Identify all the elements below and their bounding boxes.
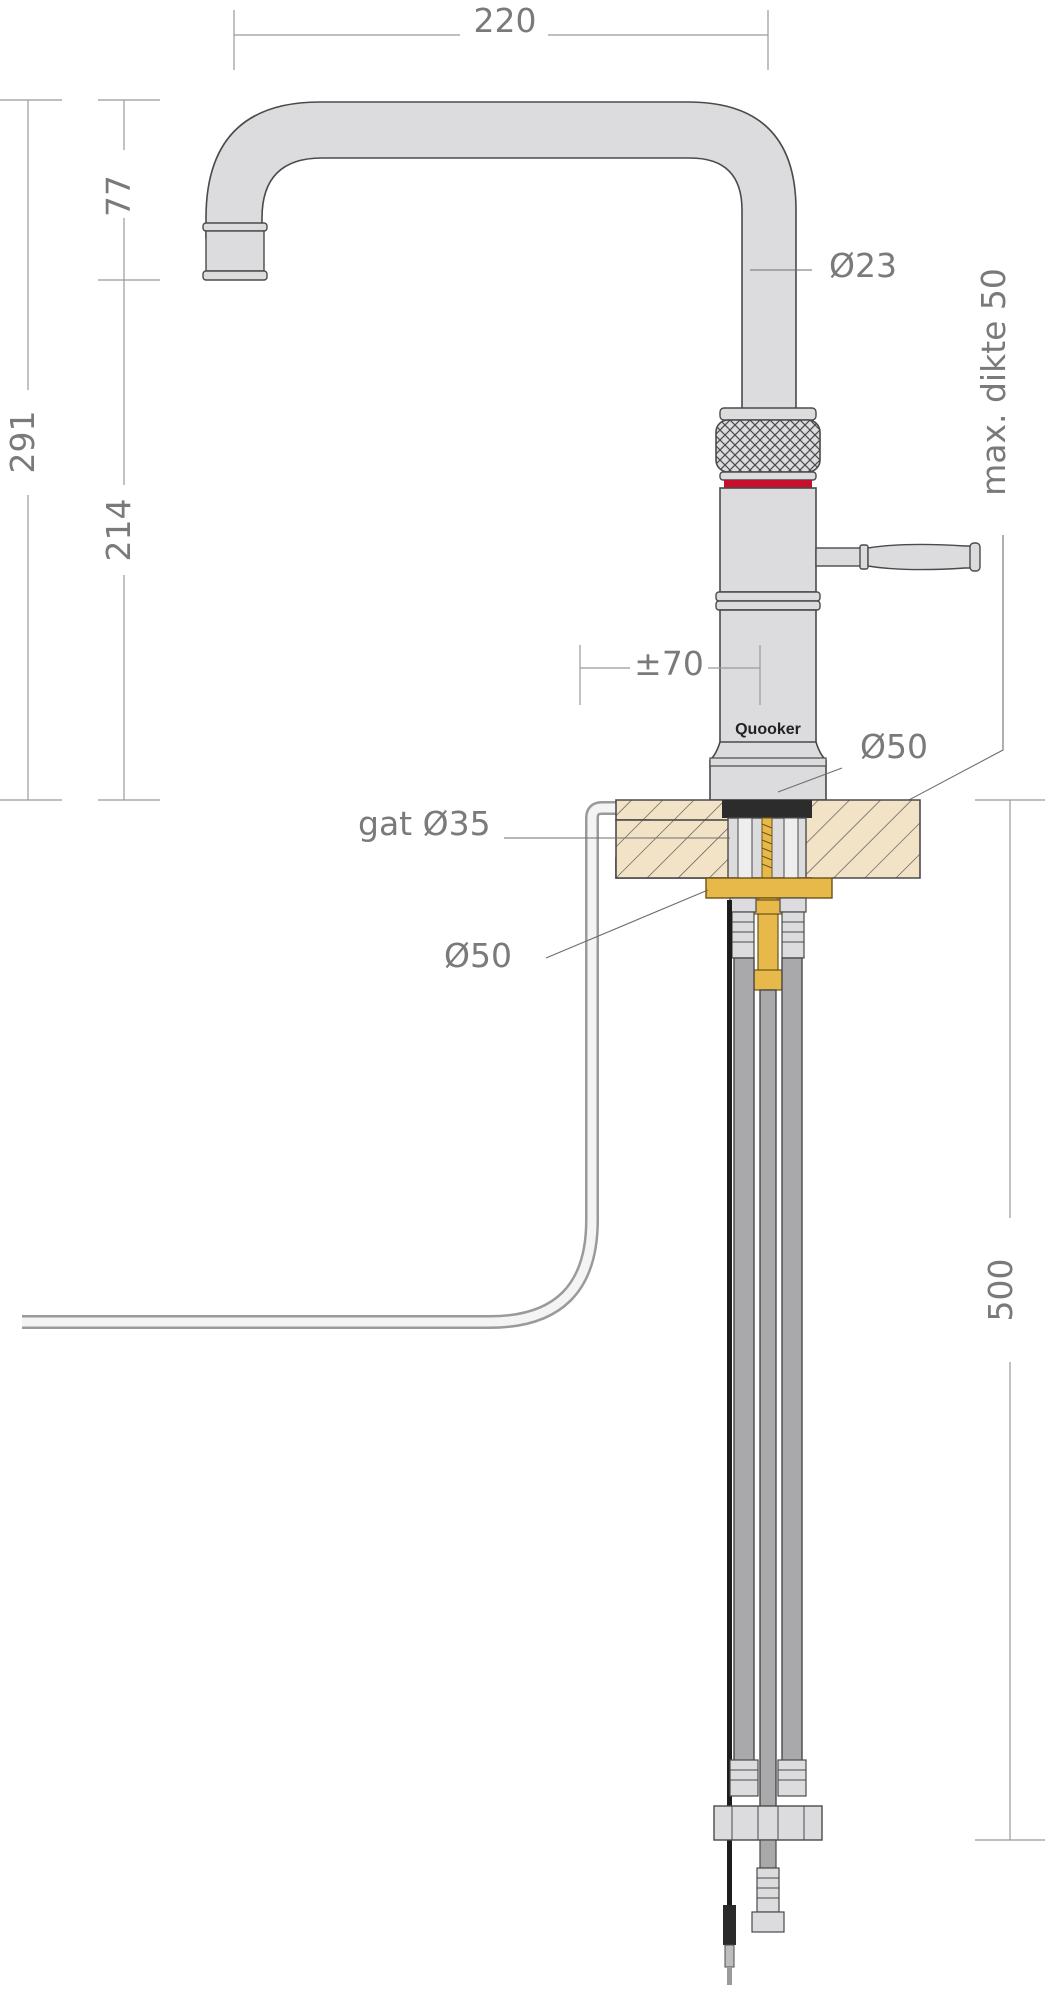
mounting-assembly (705, 800, 833, 991)
tap-body: Quooker (709, 407, 827, 801)
dimension-label-hole: gat Ø35 (358, 804, 491, 843)
dimension-height-77-214: 77 214 (98, 99, 160, 801)
dimension-label-291: 291 (3, 411, 42, 474)
dimension-label-bracket: Ø50 (444, 936, 512, 975)
sink-outline (22, 801, 650, 1329)
hose-middle (759, 989, 777, 1821)
dimension-label-base: Ø50 (860, 727, 928, 766)
dimension-label-pipe: Ø23 (829, 246, 897, 285)
dimension-label-max-thickness: max. dikte 50 (974, 268, 1013, 496)
red-ring (724, 480, 812, 488)
dimension-height-291: 291 (0, 99, 62, 801)
knurled-collar (715, 419, 821, 473)
dimension-max-thickness: max. dikte 50 (874, 268, 1013, 819)
dimension-label-77: 77 (99, 175, 138, 217)
lever-handle (815, 542, 981, 572)
dimension-label-220: 220 (474, 1, 537, 40)
spout-tip (202, 222, 268, 281)
dimension-label-offset: ±70 (634, 644, 704, 683)
brand-logo: Quooker (735, 721, 801, 738)
dimension-offset: ±70 (579, 644, 761, 705)
hose-left (733, 957, 755, 1767)
hoses (713, 897, 823, 1985)
spout (205, 101, 797, 416)
dimension-width-220: 220 (233, 1, 769, 70)
dimension-label-500: 500 (981, 1259, 1020, 1322)
dimension-hose-500: 500 (975, 799, 1045, 1841)
dimension-label-214: 214 (99, 499, 138, 562)
brass-bracket (705, 877, 833, 899)
power-cable (727, 900, 732, 1970)
hose-right (781, 957, 803, 1767)
